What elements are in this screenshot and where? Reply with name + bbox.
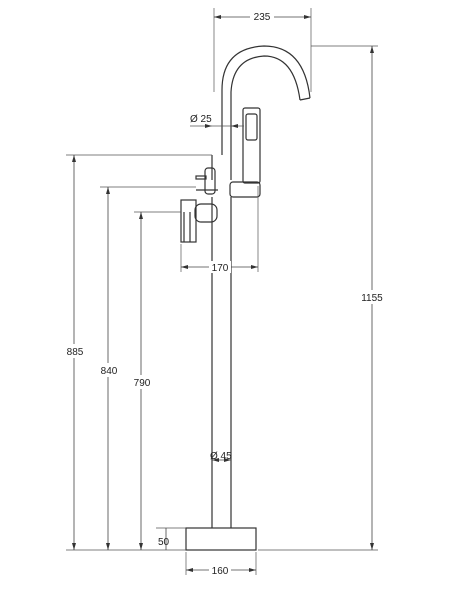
label-base-width: 160 [212,566,229,577]
spout-neck [221,45,311,155]
label-total-height: 1155 [361,293,383,304]
label-height-790: 790 [134,378,151,389]
label-spout-diameter: Ø 25 [190,114,212,125]
handshower [242,107,261,184]
mixer-body [194,203,218,223]
label-base-height: 50 [158,537,170,548]
label-column-diameter: Ø 45 [210,451,232,462]
lower-lever [180,199,197,243]
label-handle-spread: 170 [212,263,229,274]
label-height-840: 840 [101,366,118,377]
label-height-885: 885 [67,347,84,358]
upper-lever [195,175,207,180]
base-plate [185,527,257,551]
faucet-outline [180,45,311,551]
dimension-labels: 235 1155 885 840 790 170 Ø 25 Ø 45 50 16… [66,10,384,577]
handshower-head [245,113,258,141]
label-spout-reach: 235 [254,12,271,23]
holder-collar [229,181,261,198]
dimension-lines [72,15,374,572]
